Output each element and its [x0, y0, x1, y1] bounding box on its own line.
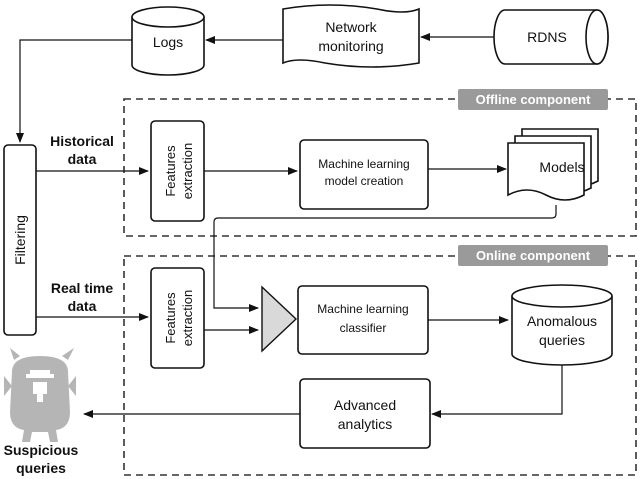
advanced-analytics-label-2: analytics — [338, 416, 392, 432]
ml-model-creation-label-2: model creation — [325, 174, 404, 188]
online-component-tag — [458, 245, 608, 266]
features-extraction-online-node: Features extraction — [150, 267, 205, 369]
rdns-node: RDNS — [493, 9, 609, 65]
suspicious-queries-label-1: Suspicious — [4, 442, 79, 458]
online-component-group: Online component — [123, 245, 637, 476]
arrow-models-to-merger — [213, 205, 557, 312]
ml-model-creation-label-1: Machine learning — [318, 157, 409, 171]
historical-data-label-2: data — [68, 151, 97, 167]
arrow-anomalous-to-analytics — [431, 365, 563, 418]
features-extraction-online-label-2: extraction — [180, 290, 195, 346]
real-time-data-label-1: Real time — [51, 280, 113, 296]
network-monitoring-node: Network monitoring — [282, 4, 420, 68]
features-extraction-online-label-1: Features — [163, 292, 178, 344]
models-label: Models — [539, 159, 584, 175]
monster-icon — [4, 348, 76, 442]
real-time-data-label-2: data — [68, 298, 97, 314]
advanced-analytics-label-1: Advanced — [334, 397, 396, 413]
logs-node: Logs — [131, 6, 205, 76]
features-extraction-offline-label-2: extraction — [180, 143, 195, 199]
rdns-label: RDNS — [527, 29, 567, 45]
filtering-label: Filtering — [12, 215, 28, 265]
anomalous-queries-node: Anomalous queries — [511, 284, 613, 366]
network-monitoring-label-2: monitoring — [318, 38, 383, 54]
offline-component-group: Offline component — [123, 89, 637, 237]
offline-component-label: Offline component — [476, 92, 592, 107]
online-component-label: Online component — [476, 248, 591, 263]
ml-model-creation-node: Machine learning model creation — [299, 139, 429, 210]
historical-data-label-1: Historical — [50, 133, 114, 149]
arrow-logs-to-filtering — [16, 39, 132, 143]
models-node: Models — [507, 128, 599, 201]
advanced-analytics-node: Advanced analytics — [299, 378, 431, 449]
merger-triangle — [261, 285, 298, 353]
logs-label: Logs — [153, 34, 183, 50]
network-monitoring-label-1: Network — [325, 19, 377, 35]
ml-classifier-label-2: classifier — [340, 321, 387, 335]
filtering-node: Filtering — [3, 144, 37, 336]
anomalous-queries-label-1: Anomalous — [527, 313, 597, 329]
offline-component-tag — [458, 89, 608, 110]
features-extraction-offline-node: Features extraction — [150, 120, 205, 222]
ml-classifier-label-1: Machine learning — [317, 302, 408, 316]
features-extraction-offline-label-1: Features — [163, 145, 178, 197]
suspicious-queries-label-2: queries — [16, 460, 66, 476]
anomalous-queries-label-2: queries — [539, 332, 585, 348]
ml-classifier-node: Machine learning classifier — [297, 285, 429, 355]
